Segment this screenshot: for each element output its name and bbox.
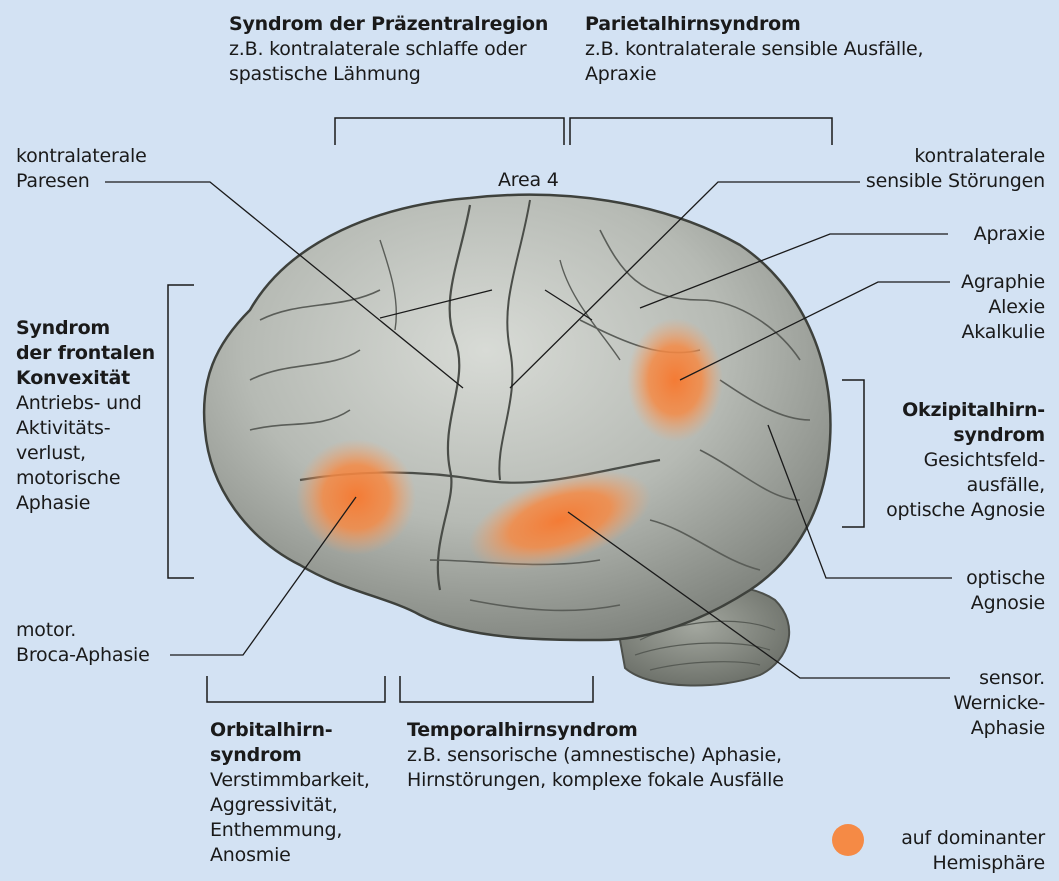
temporal-title: Temporalhirnsyndrom <box>407 718 784 743</box>
temporal-desc-2: Hirnstörungen, komplexe fokale Ausfälle <box>407 768 784 793</box>
orbital-title-2: syndrom <box>210 743 370 768</box>
okzipital-desc-2: ausfälle, <box>886 473 1045 498</box>
optische-line-2: Agnosie <box>966 591 1045 616</box>
frontal-desc-4: motorische <box>16 466 155 491</box>
bracket-frontal <box>168 285 194 578</box>
label-apraxie: Apraxie <box>974 222 1045 247</box>
agraphie-line-2: Alexie <box>961 295 1045 320</box>
label-okzipital: Okzipitalhirn- syndrom Gesichtsfeld- aus… <box>886 398 1045 523</box>
legend-line-1: auf dominanter <box>901 826 1045 851</box>
okzipital-title-2: syndrom <box>886 423 1045 448</box>
temporal-desc-1: z.B. sensorische (amnestische) Aphasie, <box>407 743 784 768</box>
label-broca: motor. Broca-Aphasie <box>16 618 150 668</box>
label-paresen: kontralaterale Paresen <box>16 144 147 194</box>
orbital-desc-2: Aggressivität, <box>210 793 370 818</box>
frontal-desc-5: Aphasie <box>16 491 155 516</box>
label-agraphie: Agraphie Alexie Akalkulie <box>961 270 1045 345</box>
bracket-praezentral <box>335 118 564 145</box>
bracket-temporal <box>400 676 593 702</box>
praezentral-title: Syndrom der Präzentralregion <box>229 12 548 37</box>
label-wernicke: sensor. Wernicke- Aphasie <box>953 666 1045 741</box>
praezentral-desc-2: spastische Lähmung <box>229 62 548 87</box>
label-orbital: Orbitalhirn- syndrom Verstimmbarkeit, Ag… <box>210 718 370 868</box>
bracket-okzipital <box>842 380 864 527</box>
legend-dot <box>832 824 864 856</box>
legend-line-2: Hemisphäre <box>901 851 1045 876</box>
frontal-title-1: Syndrom <box>16 316 155 341</box>
agraphie-line-3: Akalkulie <box>961 320 1045 345</box>
parietal-desc-1: z.B. kontralaterale sensible Ausfälle, <box>585 37 923 62</box>
paresen-line-1: kontralaterale <box>16 144 147 169</box>
parietal-desc-2: Apraxie <box>585 62 923 87</box>
okzipital-title-1: Okzipitalhirn- <box>886 398 1045 423</box>
praezentral-desc-1: z.B. kontralaterale schlaffe oder <box>229 37 548 62</box>
paresen-line-2: Paresen <box>16 169 147 194</box>
okzipital-desc-1: Gesichtsfeld- <box>886 448 1045 473</box>
label-temporal: Temporalhirnsyndrom z.B. sensorische (am… <box>407 718 784 793</box>
label-optische: optische Agnosie <box>966 566 1045 616</box>
agraphie-line-1: Agraphie <box>961 270 1045 295</box>
frontal-desc-2: Aktivitäts- <box>16 416 155 441</box>
parietal-title: Parietalhirnsyndrom <box>585 12 923 37</box>
wernicke-line-3: Aphasie <box>953 716 1045 741</box>
frontal-title-3: Konvexität <box>16 366 155 391</box>
label-parietal: Parietalhirnsyndrom z.B. kontralaterale … <box>585 12 923 87</box>
orbital-title-1: Orbitalhirn- <box>210 718 370 743</box>
frontal-desc-3: verlust, <box>16 441 155 466</box>
cerebrum <box>204 195 830 640</box>
sensibel-line-1: kontralaterale <box>866 144 1045 169</box>
label-sensibel: kontralaterale sensible Störungen <box>866 144 1045 194</box>
highlight-angular <box>627 318 723 442</box>
legend-text: auf dominanter Hemisphäre <box>901 826 1045 876</box>
wernicke-line-2: Wernicke- <box>953 691 1045 716</box>
frontal-desc-1: Antriebs- und <box>16 391 155 416</box>
okzipital-desc-3: optische Agnosie <box>886 498 1045 523</box>
wernicke-line-1: sensor. <box>953 666 1045 691</box>
label-area4: Area 4 <box>498 168 559 193</box>
bracket-orbital <box>207 676 385 702</box>
broca-line-2: Broca-Aphasie <box>16 643 150 668</box>
orbital-desc-4: Anosmie <box>210 843 370 868</box>
orbital-desc-3: Enthemmung, <box>210 818 370 843</box>
bracket-parietal <box>570 118 832 145</box>
optische-line-1: optische <box>966 566 1045 591</box>
frontal-title-2: der frontalen <box>16 341 155 366</box>
orbital-desc-1: Verstimmbarkeit, <box>210 768 370 793</box>
broca-line-1: motor. <box>16 618 150 643</box>
sensibel-line-2: sensible Störungen <box>866 169 1045 194</box>
label-frontal: Syndrom der frontalen Konvexität Antrieb… <box>16 316 155 516</box>
label-praezentral: Syndrom der Präzentralregion z.B. kontra… <box>229 12 548 87</box>
